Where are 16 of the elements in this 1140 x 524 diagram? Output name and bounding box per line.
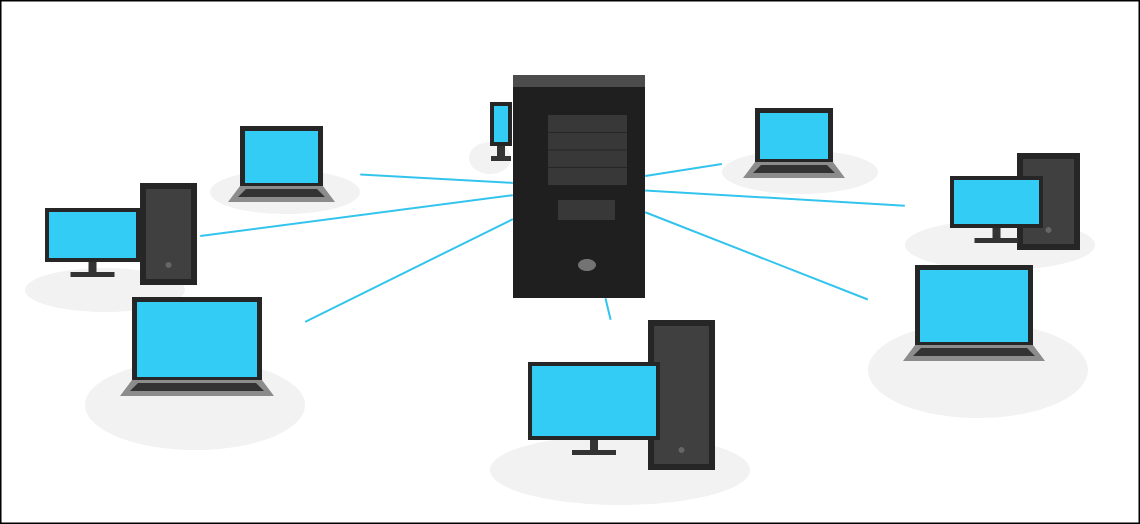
network-cable: [199, 194, 514, 238]
network-cable: [644, 211, 869, 301]
laptop-drawing: [210, 126, 360, 214]
network-cable: [304, 218, 514, 323]
desktop-computer-drawing: [490, 320, 750, 505]
server-tower-drawing: [513, 75, 645, 298]
network-cable: [604, 297, 612, 321]
desktop-computer-drawing: [905, 153, 1095, 270]
desktop-computer-drawing: [469, 102, 512, 174]
desktop-computer-drawing: [25, 183, 197, 312]
network-cable: [359, 173, 514, 184]
laptop-drawing: [722, 108, 878, 194]
laptop-drawing: [85, 297, 305, 450]
network-cable: [644, 162, 723, 178]
network-cable: [644, 189, 906, 207]
laptop-drawing: [868, 265, 1088, 418]
